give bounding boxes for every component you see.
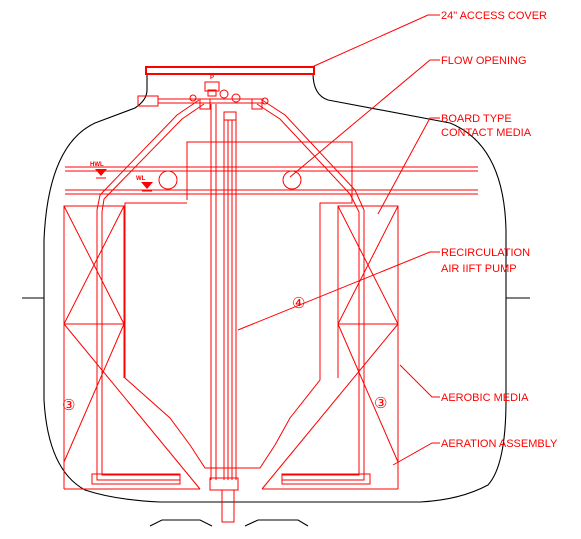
callout-leaders	[237, 14, 440, 466]
wl-marker: WL	[136, 176, 153, 192]
air-header: P	[137, 75, 269, 107]
right-media-frame	[261, 205, 399, 490]
marker-left-media: ③	[62, 397, 75, 414]
water-levels	[65, 166, 478, 195]
label-flow-opening: FLOW OPENING	[441, 55, 527, 67]
center-chamber	[124, 141, 353, 469]
hwl-marker: HWL	[90, 162, 107, 179]
label-board-media-line2: CONTACT MEDIA	[441, 127, 532, 139]
access-cover	[145, 66, 315, 75]
marker-right-media: ③	[374, 395, 387, 412]
label-aeration-assembly: AERATION ASSEMBLY	[441, 438, 558, 450]
label-recirc-line2: AIR IIFT PUMP	[441, 263, 517, 275]
tank-outline	[22, 72, 530, 527]
aeration-pipe-left	[91, 98, 211, 485]
aeration-pipe-right	[251, 98, 371, 485]
label-aerobic-media: AEROBIC MEDIA	[441, 392, 529, 404]
marker-center-pump: ④	[292, 295, 305, 312]
label-access-cover: 24" ACCESS COVER	[441, 10, 547, 22]
flow-opening-right	[282, 170, 302, 190]
svg-text:P: P	[210, 75, 214, 81]
left-media-frame	[63, 205, 201, 490]
air-lift-pump	[209, 104, 239, 523]
svg-text:HWL: HWL	[90, 162, 104, 168]
label-recirc-line1: RECIRCULATION	[441, 247, 530, 259]
svg-text:WL: WL	[136, 176, 146, 182]
flow-opening-left	[158, 170, 178, 190]
label-board-media-line1: BOARD TYPE	[441, 113, 512, 125]
